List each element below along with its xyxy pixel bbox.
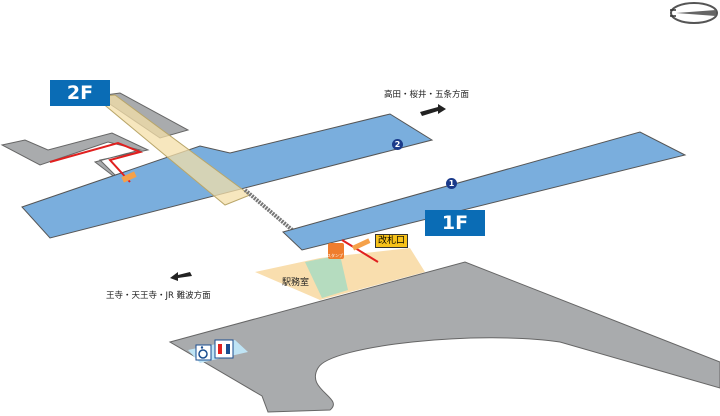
- arrow-left-icon: [170, 272, 192, 281]
- arrow-right-icon: [420, 104, 446, 116]
- floor-label-1f: 1F: [425, 210, 485, 236]
- stamp-label: スタンプ: [327, 253, 343, 258]
- wheelchair-icon: [195, 344, 212, 361]
- restroom-icon: [214, 339, 234, 359]
- green-area: [305, 255, 348, 298]
- ticket-gate: [121, 171, 137, 183]
- route-arrow: [49, 141, 144, 183]
- lower-concourse: [168, 261, 720, 413]
- platform-1: [282, 131, 687, 251]
- platform-number-1: 1: [446, 178, 457, 189]
- direction-upper: 高田・桜井・五条方面: [384, 90, 470, 100]
- ticket-gate: [351, 238, 371, 251]
- compass-north-icon: [670, 2, 718, 24]
- direction-lower: 王寺・天王寺・JR 難波方面: [106, 291, 211, 301]
- gate-arrow: [341, 239, 379, 263]
- platform-2: [21, 113, 434, 239]
- floor-label-2f: 2F: [50, 80, 110, 106]
- gate-label: 改札口: [375, 234, 409, 248]
- platform-number-2: 2: [392, 139, 403, 150]
- stamp-icon: [328, 243, 344, 259]
- office-label: 駅務室: [282, 278, 310, 288]
